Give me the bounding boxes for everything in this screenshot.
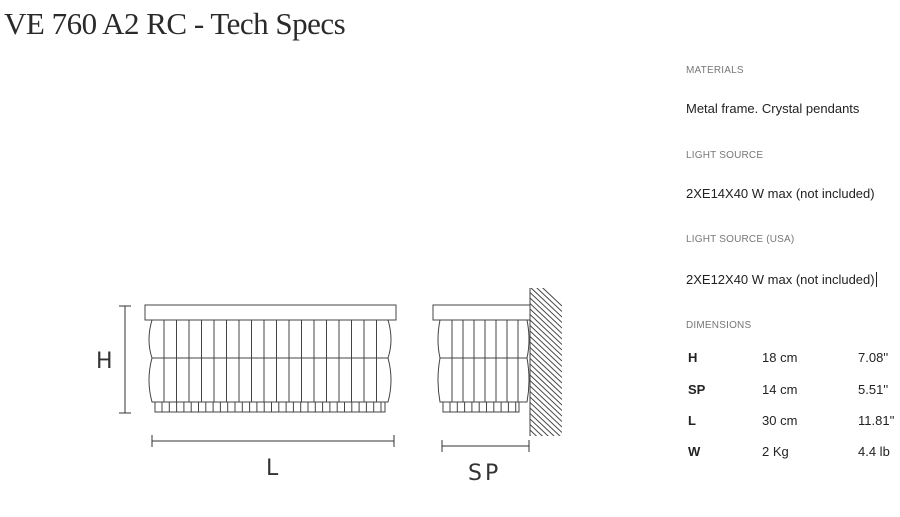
dimension-row: H 18 cm 7.08'' [686, 350, 900, 368]
dimension-key: L [688, 413, 696, 428]
page-title: VE 760 A2 RC - Tech Specs [4, 6, 346, 41]
drawing-line [530, 303, 562, 334]
drawing-line [530, 424, 543, 436]
text-cursor [875, 272, 877, 287]
drawing-line [530, 330, 562, 362]
dimension-imperial: 5.51'' [858, 382, 889, 397]
height-dimension [119, 305, 131, 414]
dimension-row: SP 14 cm 5.51'' [686, 382, 900, 400]
dimension-imperial: 11.81'' [858, 413, 895, 428]
drawing-line [530, 325, 562, 356]
length-label: L [266, 456, 279, 481]
drawing-line [530, 336, 562, 367]
dimensions-label: DIMENSIONS [686, 320, 752, 331]
drawing-line [530, 363, 562, 395]
drawing-line [530, 380, 562, 411]
dimension-key: W [688, 444, 701, 459]
drawing-line [530, 292, 562, 323]
drawing-line [530, 341, 562, 373]
dimension-imperial: 7.08'' [858, 350, 889, 365]
drawing-line [530, 402, 562, 433]
drawing-line [530, 407, 561, 436]
drawing-line [530, 429, 538, 436]
dimension-key: SP [688, 382, 706, 397]
side-view [432, 304, 531, 413]
materials-value: Metal frame. Crystal pendants [686, 101, 860, 116]
drawing-line [530, 391, 562, 422]
drawing-line [530, 297, 562, 329]
dimension-metric: 30 cm [762, 413, 798, 428]
drawing-line [530, 413, 555, 436]
light-source-value: 2XE14X40 W max (not included) [686, 186, 875, 201]
dimension-metric: 2 Kg [762, 444, 789, 459]
height-label: H [96, 349, 113, 374]
projection-dimension [441, 440, 530, 452]
drawing-line [530, 396, 562, 428]
dimension-row: L 30 cm 11.81'' [686, 413, 900, 431]
drawing-line [542, 288, 562, 307]
dimension-metric: 14 cm [762, 382, 798, 397]
drawing-line [530, 418, 549, 436]
drawing-line [530, 358, 562, 389]
projection-label: SP [468, 461, 501, 486]
drawing-line [530, 314, 562, 345]
drawing-line [536, 288, 562, 312]
drawing-line [530, 347, 562, 378]
dimension-imperial: 4.4 lb [858, 444, 890, 459]
light-source-label: LIGHT SOURCE [686, 150, 764, 161]
light-source-usa-value: 2XE12X40 W max (not included) [686, 272, 877, 287]
front-view [144, 304, 397, 413]
dimension-metric: 18 cm [762, 350, 798, 365]
drawing-line [530, 435, 532, 436]
light-source-usa-label: LIGHT SOURCE (USA) [686, 234, 795, 245]
drawing-line [530, 319, 562, 351]
drawing-line [530, 308, 562, 340]
drawing-line [530, 374, 562, 406]
wall-hatching [529, 288, 562, 471]
length-dimension [151, 435, 395, 447]
materials-label: MATERIALS [686, 65, 744, 76]
drawing-line [530, 288, 562, 318]
light-source-usa-text: 2XE12X40 W max (not included) [686, 272, 875, 287]
drawing-line [530, 352, 562, 384]
drawing-line [530, 441, 562, 471]
drawing-line [530, 385, 562, 417]
drawing-line [530, 369, 562, 400]
dimension-row: W 2 Kg 4.4 lb [686, 444, 900, 462]
dimension-key: H [688, 350, 698, 365]
